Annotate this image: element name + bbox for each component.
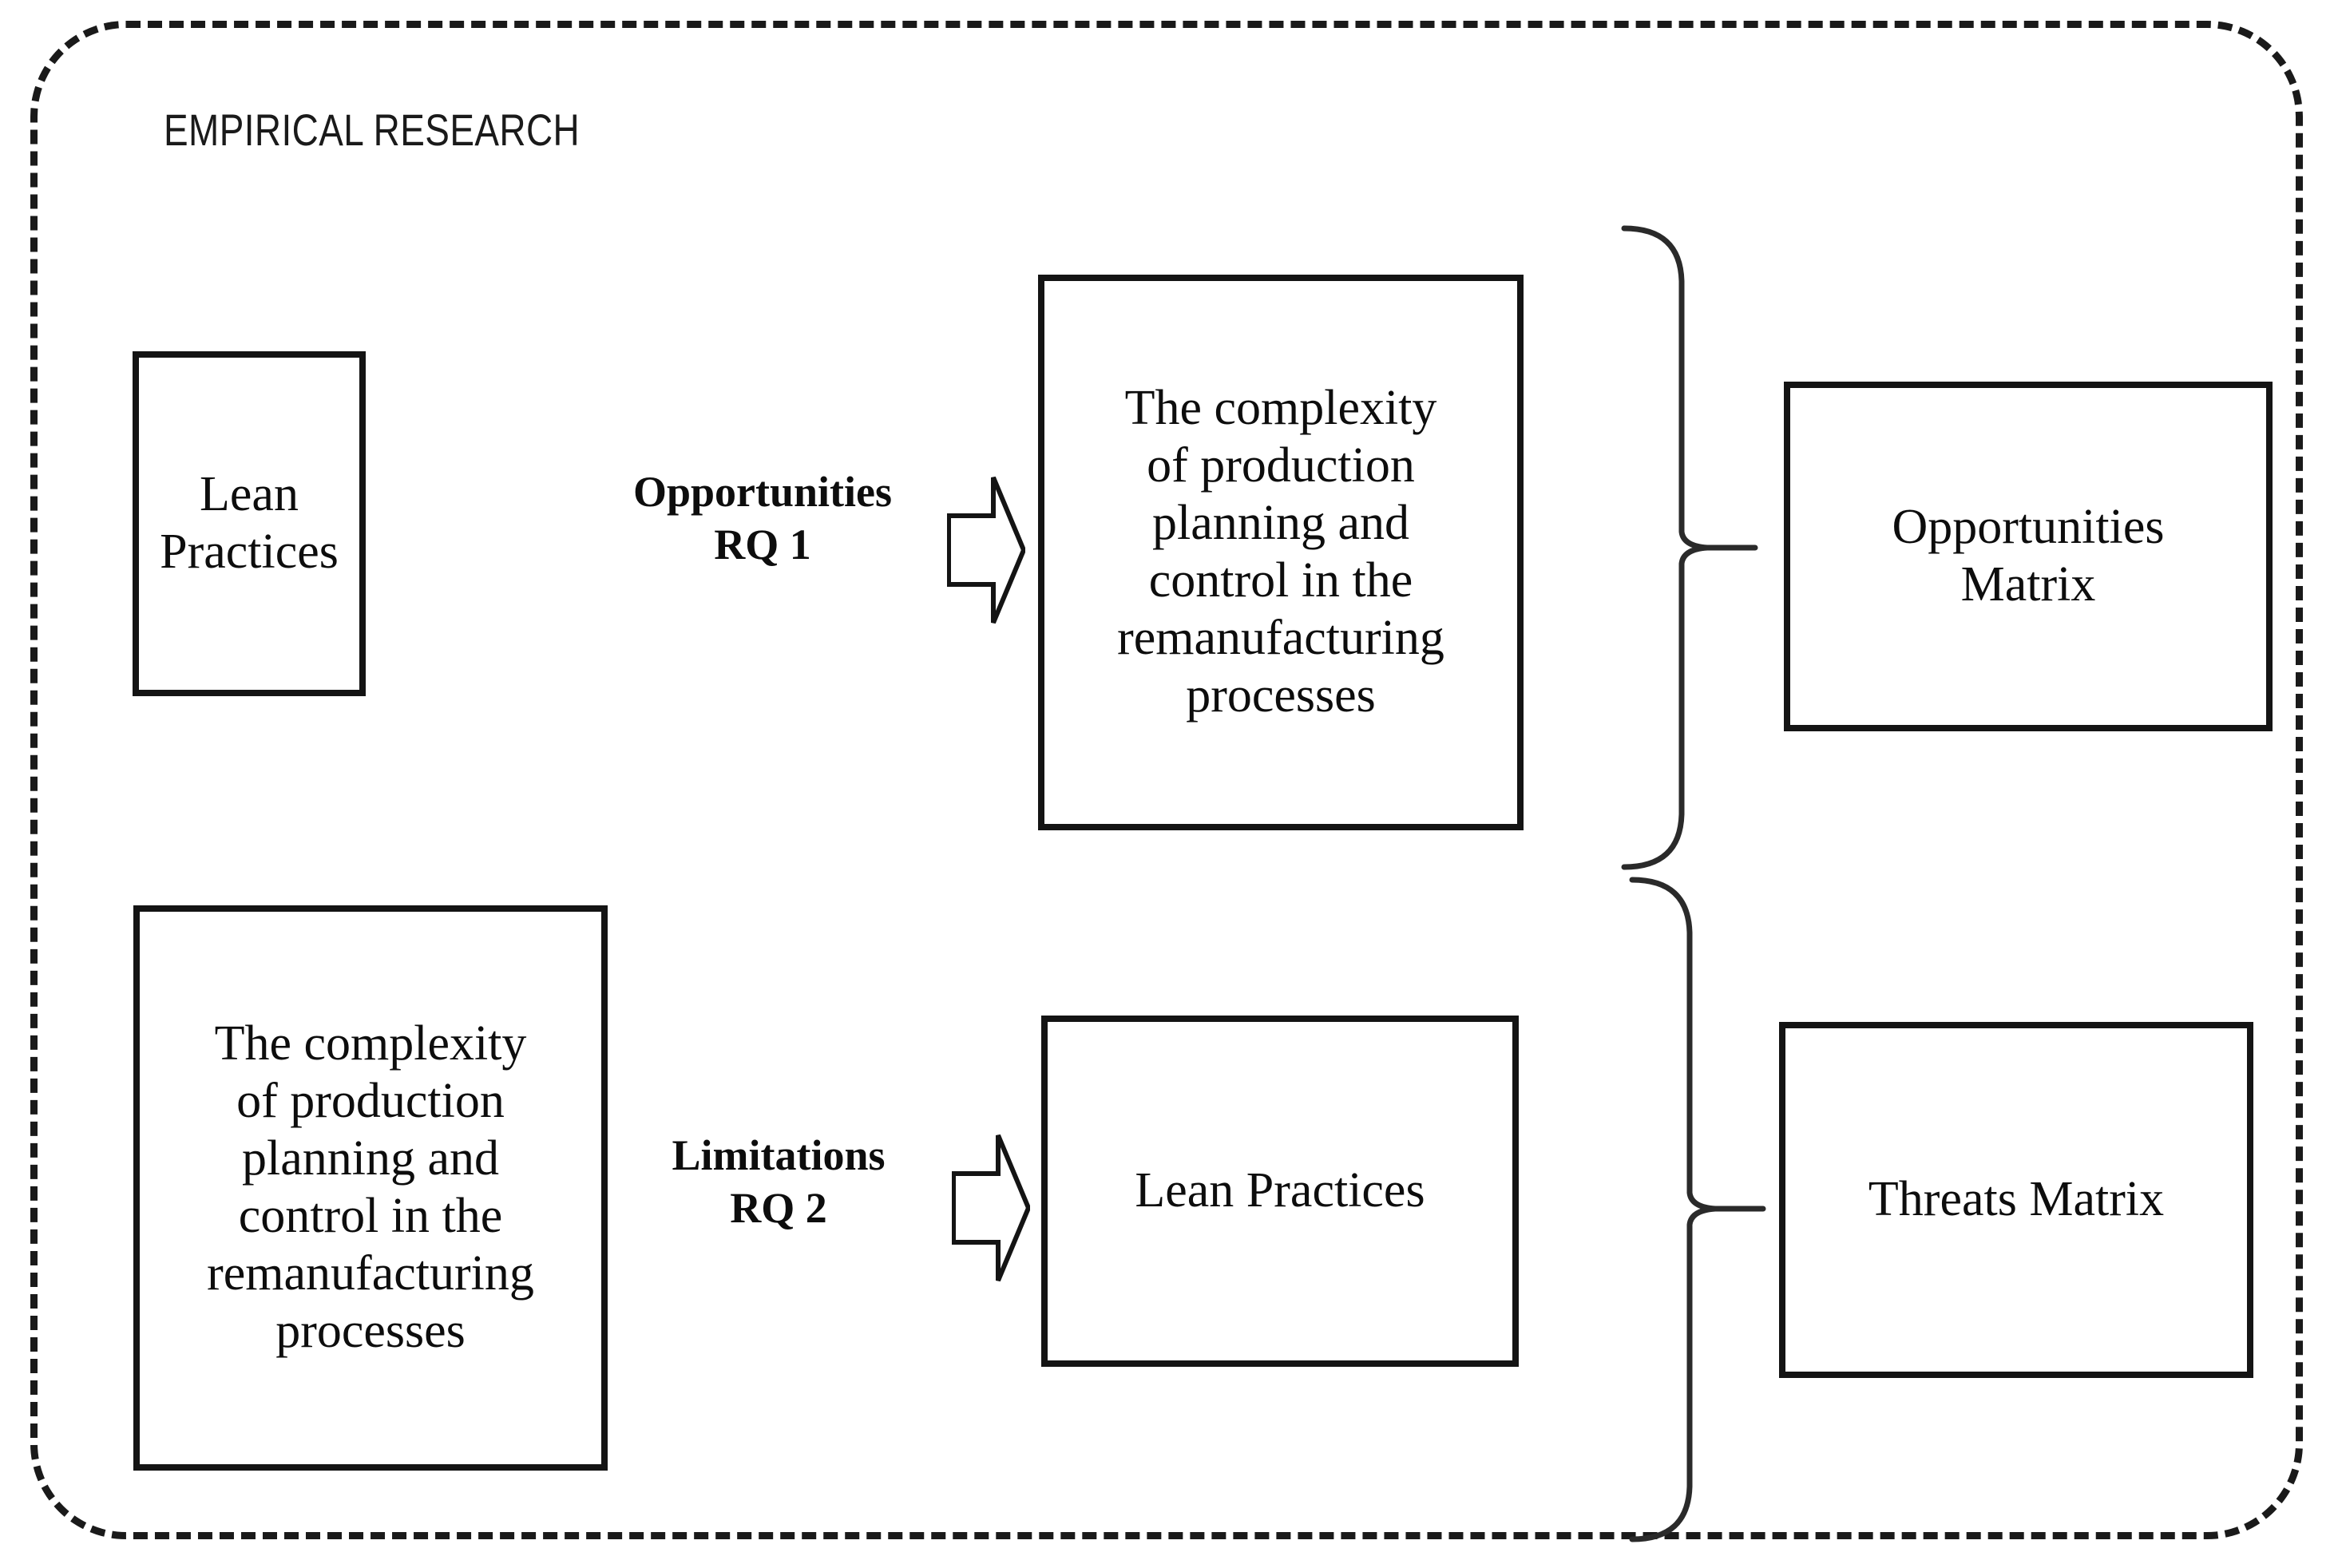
box-label: Opportunities Matrix <box>1892 500 2165 612</box>
relation-label-rq2: Limitations RQ 2 <box>672 1131 886 1232</box>
box-lean-practices-top[interactable]: Lean Practices <box>133 351 366 696</box>
box-complexity-top[interactable]: The complexity of production planning an… <box>1038 275 1524 830</box>
page-title: EMPIRICAL RESEARCH <box>164 105 581 155</box>
right-block-arrow-icon <box>947 476 1025 624</box>
curly-brace-icon-top <box>1621 225 1758 870</box>
curly-brace-icon-bottom <box>1629 877 1766 1542</box>
empirical-research-frame <box>30 21 2303 1539</box>
box-label: Lean Practices <box>160 467 339 579</box>
box-label: Threats Matrix <box>1868 1172 2165 1227</box>
right-block-arrow-icon <box>952 1134 1030 1282</box>
relation-label-rq1: Opportunities RQ 1 <box>632 468 893 568</box>
box-threats-matrix[interactable]: Threats Matrix <box>1779 1022 2253 1378</box>
box-lean-practices-bottom[interactable]: Lean Practices <box>1041 1016 1519 1367</box>
box-opportunities-matrix[interactable]: Opportunities Matrix <box>1784 382 2273 731</box>
box-label: Lean Practices <box>1135 1163 1425 1218</box>
box-label: The complexity of production planning an… <box>207 1016 534 1358</box>
box-complexity-bottom[interactable]: The complexity of production planning an… <box>133 905 608 1471</box>
box-label: The complexity of production planning an… <box>1117 381 1444 723</box>
